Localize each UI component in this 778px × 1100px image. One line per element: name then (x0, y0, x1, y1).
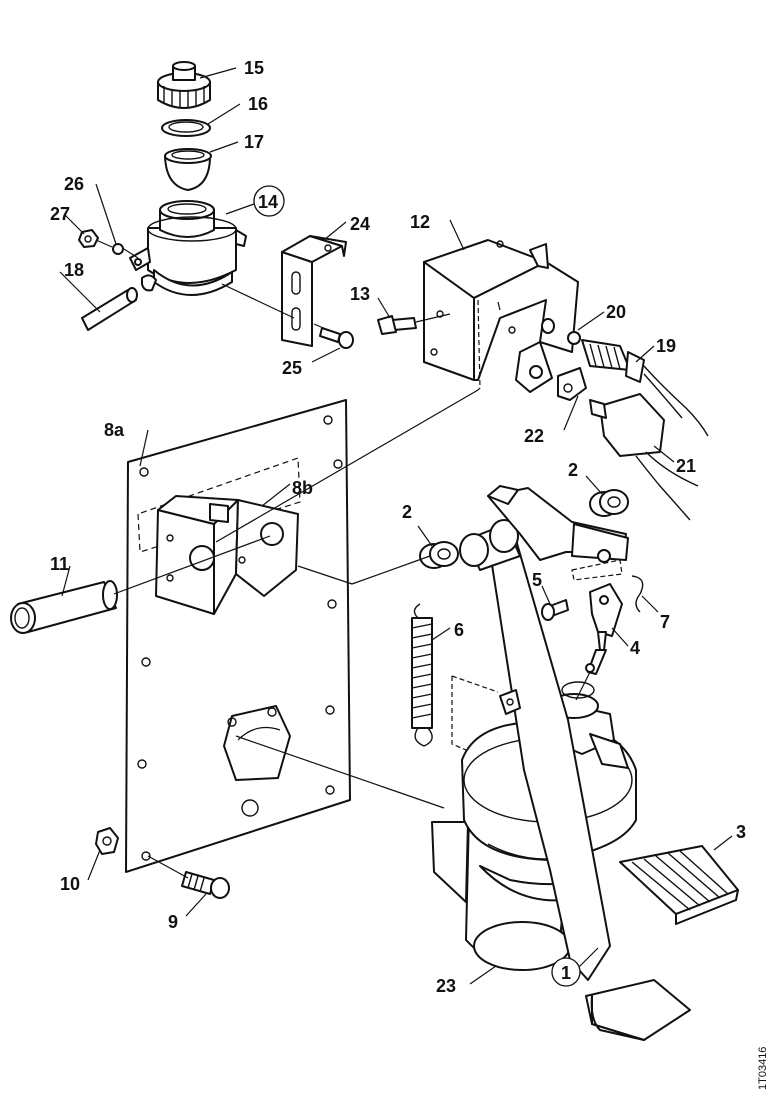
bracket-8b (155, 495, 299, 615)
callout-2-right: 2 (568, 460, 578, 480)
bracket-24 (281, 235, 347, 347)
callout-8b: 8b (292, 478, 313, 498)
pivot-tube (10, 580, 118, 634)
callout-4: 4 (630, 638, 640, 658)
assembly-lines (95, 239, 591, 879)
callout-2-left: 2 (402, 502, 412, 522)
callout-20: 20 (606, 302, 626, 322)
clevis (585, 583, 623, 675)
callout-8a: 8a (104, 420, 125, 440)
callout-15: 15 (244, 58, 264, 78)
callout-14: 14 (258, 192, 278, 212)
callout-18: 18 (64, 260, 84, 280)
callout-10: 10 (60, 874, 80, 894)
leader-lines (59, 67, 733, 985)
callout-13: 13 (350, 284, 370, 304)
callout-24: 24 (350, 214, 370, 234)
bush-right (589, 489, 629, 517)
callout-25: 25 (282, 358, 302, 378)
callout-11: 11 (50, 554, 69, 574)
bolt-25 (319, 327, 354, 349)
callout-7: 7 (660, 612, 670, 632)
base-plate-8a (125, 399, 351, 873)
stop-switch (557, 331, 709, 521)
clevis-pin (541, 599, 569, 621)
callout-23: 23 (436, 976, 456, 996)
callout-21: 21 (676, 456, 696, 476)
callout-labels: 15 16 17 14 26 27 18 24 25 12 13 20 19 2… (50, 58, 746, 996)
reservoir-assembly (78, 61, 247, 331)
callout-9: 9 (168, 912, 178, 932)
bush-left (419, 541, 459, 569)
callout-3: 3 (736, 822, 746, 842)
callout-16: 16 (248, 94, 268, 114)
callout-19: 19 (656, 336, 676, 356)
bolt-13 (377, 315, 417, 335)
seal-ring (161, 119, 211, 137)
callout-6: 6 (454, 620, 464, 640)
callout-14-circle (253, 185, 285, 217)
bracket-12 (423, 239, 579, 393)
callout-17: 17 (244, 132, 264, 152)
washer (112, 243, 124, 255)
return-spring (411, 603, 433, 747)
callout-26: 26 (64, 174, 84, 194)
callout-1-circle (551, 957, 581, 987)
pedal-pad (619, 845, 739, 925)
reservoir-body (129, 200, 247, 296)
callout-1: 1 (561, 963, 571, 983)
nut-10 (95, 827, 119, 855)
reservoir-hose (81, 287, 138, 331)
callout-27: 27 (50, 204, 70, 224)
strainer-cup (164, 148, 212, 191)
callout-12: 12 (410, 212, 430, 232)
callout-5: 5 (532, 570, 542, 590)
brake-pedal-arm (459, 485, 691, 1041)
reservoir-cap (157, 61, 211, 109)
reference-code: 1T03416 (757, 1047, 769, 1090)
retaining-clip (631, 575, 644, 613)
bolt-9 (181, 871, 230, 899)
callout-22: 22 (524, 426, 544, 446)
